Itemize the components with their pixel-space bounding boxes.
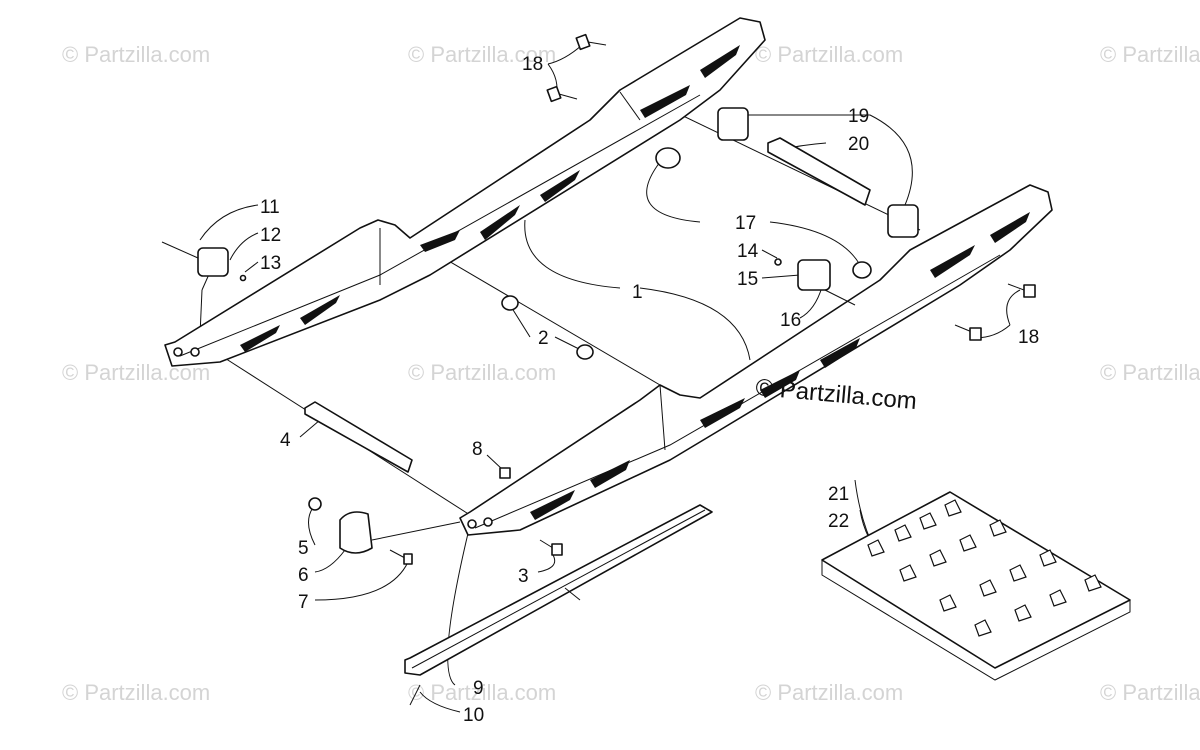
block-icon [797, 259, 831, 291]
shaft-icon [767, 137, 871, 206]
callout-21: 21 [828, 484, 849, 505]
watermark: © Partzilla.com [755, 42, 903, 67]
callout-14: 14 [737, 241, 759, 262]
bolt-icon [954, 324, 982, 341]
hardware [161, 33, 1036, 565]
callout-18: 18 [522, 54, 543, 75]
track-icon [821, 491, 1131, 681]
rail-right [459, 184, 1053, 536]
callout-19: 19 [848, 106, 869, 127]
leader-lines [199, 44, 1021, 713]
watermark: © Partzilla.com [755, 680, 903, 705]
watermark: © Partzilla.com [1100, 42, 1200, 67]
bolt-icon [575, 33, 607, 51]
watermark: © Partzilla.com [62, 680, 210, 705]
bolt-icon [546, 85, 578, 103]
callout-3: 3 [518, 566, 529, 587]
watermark: © Partzilla.com [408, 42, 556, 67]
bushing-icon [655, 147, 681, 169]
nut-icon [499, 467, 511, 479]
washer-icon [501, 295, 519, 311]
axle-icon [304, 401, 413, 473]
rail-left [164, 17, 766, 367]
watermark-main: © Partzilla.com [754, 374, 917, 415]
wheel-icon [339, 511, 373, 554]
callout-1: 1 [632, 282, 643, 303]
callout-22: 22 [828, 511, 849, 532]
callout-17: 17 [735, 213, 756, 234]
callout-13: 13 [260, 253, 281, 274]
callout-7: 7 [298, 592, 309, 613]
watermark: © Partzilla.com [62, 42, 210, 67]
watermark: © Partzilla.com [408, 680, 556, 705]
callout-20: 20 [848, 134, 869, 155]
bolt-icon [389, 549, 413, 565]
washer-icon [576, 344, 594, 360]
bushing-icon [852, 261, 872, 279]
watermark: © Partzilla.com [1100, 360, 1200, 385]
callouts: 1 2 3 4 5 6 7 8 9 10 11 12 13 14 15 16 1… [260, 54, 1039, 726]
watermarks: © Partzilla.com © Partzilla.com © Partzi… [62, 42, 1200, 705]
callout-4: 4 [280, 430, 291, 451]
watermark: © Partzilla.com [1100, 680, 1200, 705]
callout-10: 10 [463, 705, 484, 726]
callout-15: 15 [737, 269, 758, 290]
callout-11: 11 [260, 197, 280, 218]
callout-8: 8 [472, 439, 483, 460]
callout-12: 12 [260, 225, 281, 246]
callout-9: 9 [473, 678, 484, 699]
callout-2: 2 [538, 328, 549, 349]
watermark: © Partzilla.com [408, 360, 556, 385]
bolt-icon [539, 539, 563, 556]
callout-18: 18 [1018, 327, 1039, 348]
nut-icon [308, 497, 322, 511]
bolt-icon [1007, 283, 1036, 298]
block-icon [197, 247, 229, 277]
callout-6: 6 [298, 565, 309, 586]
nut-icon [239, 274, 247, 282]
slide-icon [404, 504, 713, 706]
block-icon [887, 204, 919, 238]
callout-16: 16 [780, 310, 801, 331]
nut-icon [774, 258, 782, 266]
callout-5: 5 [298, 538, 309, 559]
block-icon [717, 107, 749, 141]
